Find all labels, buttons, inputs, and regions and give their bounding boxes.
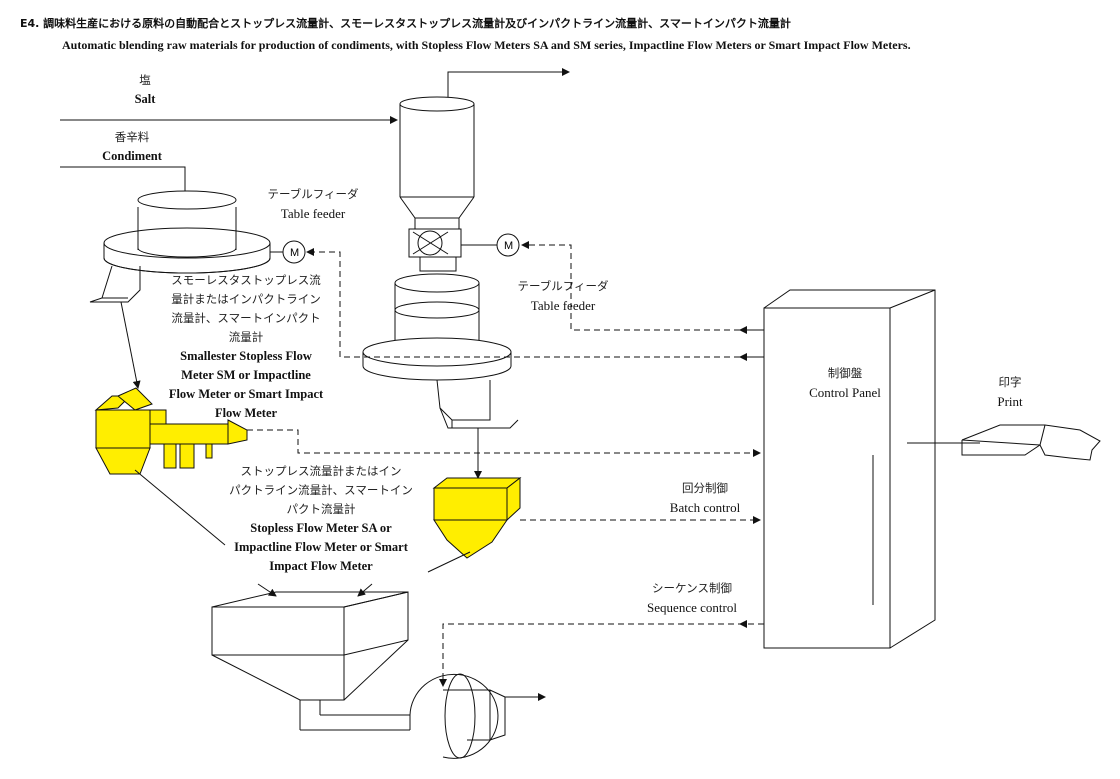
sa-meter-label-jp3: パクト流量計 <box>286 502 356 516</box>
title-jp: E4. 調味料生産における原料の自動配合とストップレス流量計、スモーレスタストッ… <box>20 17 791 30</box>
table-feeder-label-2-en: Table feeder <box>530 298 596 313</box>
sa-meter-label: ストップレス流量計またはイン パクトライン流量計、スマートイン パクト流量計 S… <box>212 462 430 576</box>
sm-flow-meter <box>94 387 248 475</box>
table-feeder-label-2-jp: テーブルフィーダ <box>517 279 609 293</box>
print-label: 印字 Print <box>980 373 1040 411</box>
table-feeder-label-1-en: Table feeder <box>280 206 346 221</box>
sm-meter-label-en4: Flow Meter <box>214 406 278 420</box>
sm-meter-label-en2: Meter SM or Impactline <box>181 368 311 382</box>
chute-to-sm-meter <box>120 301 141 389</box>
salt-label: 塩 Salt <box>110 71 180 109</box>
sequence-control-label: シーケンス制御 Sequence control <box>622 579 762 617</box>
right-table-feeder <box>362 273 519 429</box>
batch-control-label-jp: 回分制御 <box>682 481 728 495</box>
silo-exhaust-line <box>447 68 570 97</box>
control-panel-label-jp: 制御盤 <box>827 366 863 380</box>
sm-meter-label: スモーレスタストップレス流 量計またはインパクトライン 流量計、スマートインパク… <box>148 271 344 423</box>
sm-meter-leader <box>134 469 226 546</box>
salt-label-en: Salt <box>134 92 156 106</box>
title-en: Automatic blending raw materials for pro… <box>62 38 911 52</box>
blending-hopper <box>211 583 410 731</box>
sequence-control-label-en: Sequence control <box>647 600 737 615</box>
batch-control-label-en: Batch control <box>669 500 741 515</box>
condiment-label-jp: 香辛料 <box>114 130 150 144</box>
motor-1 <box>270 240 306 264</box>
motor-2-label: M <box>504 240 513 252</box>
control-signal-lines <box>247 241 764 687</box>
blower <box>409 673 546 759</box>
sm-meter-label-jp4: 流量計 <box>228 330 264 344</box>
sm-meter-label-jp1: スモーレスタストップレス流 <box>171 273 321 287</box>
sa-meter-label-jp1: ストップレス流量計またはイン <box>240 464 402 478</box>
print-label-jp: 印字 <box>998 375 1022 389</box>
sa-meter-label-jp2: パクトライン流量計、スマートイン <box>229 483 413 497</box>
sequence-control-label-jp: シーケンス制御 <box>652 581 732 595</box>
batch-control-label: 回分制御 Batch control <box>650 479 760 517</box>
salt-silo <box>399 96 475 272</box>
table-feeder-label-1-jp: テーブルフィーダ <box>267 187 359 201</box>
sa-flow-meter <box>432 476 522 559</box>
motor-1-label: M <box>290 247 299 259</box>
sm-meter-label-jp3: 流量計、スマートインパクト <box>171 311 321 325</box>
motor-2 <box>461 233 520 257</box>
control-panel-label: 制御盤 Control Panel <box>790 364 900 402</box>
sm-meter-label-jp2: 量計またはインパクトライン <box>171 292 321 306</box>
table-feeder-label-2: テーブルフィーダ Table feeder <box>503 277 623 315</box>
control-panel <box>763 289 936 649</box>
sa-meter-leader <box>427 551 471 573</box>
condiment-label-en: Condiment <box>102 149 162 163</box>
control-panel-label-en: Control Panel <box>809 385 881 400</box>
print-label-en: Print <box>997 394 1023 409</box>
left-table-feeder <box>89 190 271 303</box>
table-feeder-label-1: テーブルフィーダ Table feeder <box>253 185 373 223</box>
sm-meter-label-en3: Flow Meter or Smart Impact <box>168 387 324 401</box>
salt-label-jp: 塩 <box>139 73 151 87</box>
sa-meter-label-en2: Impactline Flow Meter or Smart <box>234 540 408 554</box>
condiment-label: 香辛料 Condiment <box>92 128 172 166</box>
sa-meter-label-en1: Stopless Flow Meter SA or <box>250 521 392 535</box>
sm-meter-label-en1: Smallester Stopless Flow <box>180 349 312 363</box>
sa-meter-label-en3: Impact Flow Meter <box>269 559 373 573</box>
printer <box>907 424 1101 461</box>
